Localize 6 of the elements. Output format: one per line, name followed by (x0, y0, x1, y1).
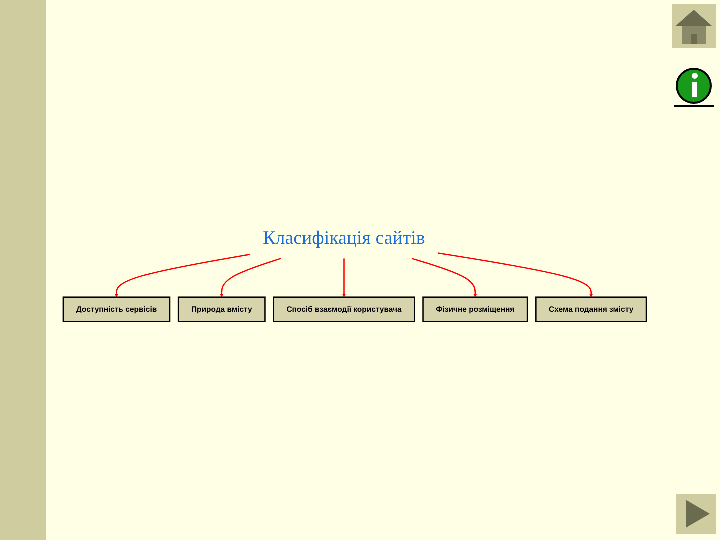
arrow (114, 254, 250, 298)
arrow (412, 258, 478, 298)
arrow (342, 259, 346, 298)
arrow (220, 258, 282, 298)
arrow (438, 252, 594, 298)
node-text: Класифікація сайтів (263, 228, 426, 249)
